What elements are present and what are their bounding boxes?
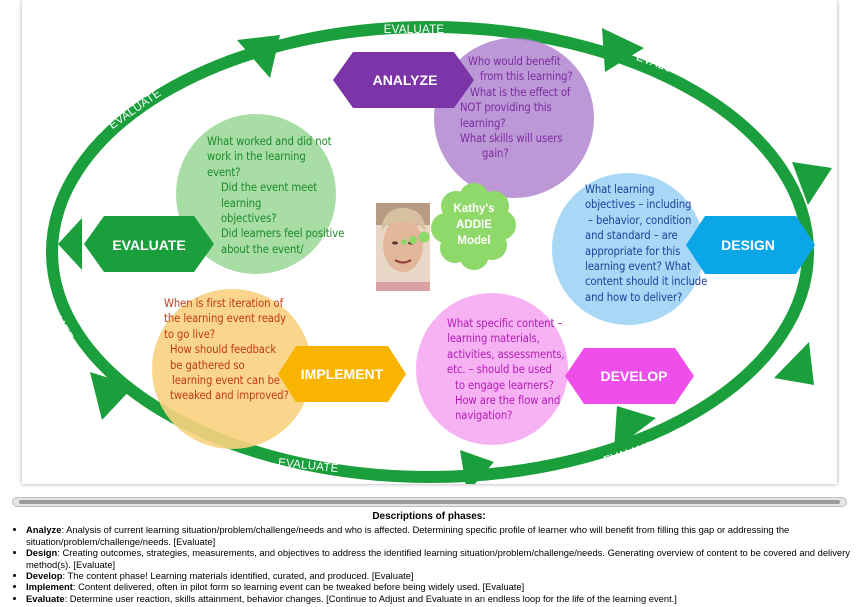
- design-questions: What learning objectives – including – b…: [582, 182, 727, 305]
- develop-line: activities, assessments,: [447, 347, 565, 361]
- svg-text:IMPLEMENT: IMPLEMENT: [301, 366, 384, 382]
- svg-text:ANALYZE: ANALYZE: [373, 72, 438, 88]
- svg-text:EVALUATE: EVALUATE: [112, 237, 185, 253]
- description-item: Implement: Content delivered, often in p…: [26, 581, 854, 592]
- evaluate-questions: What worked and did not work in the lear…: [207, 134, 357, 257]
- design-line: – behavior, condition: [588, 213, 692, 227]
- loop-arrowhead-top-left-icon: [237, 35, 280, 78]
- description-item: Design: Creating outcomes, strategies, m…: [26, 547, 854, 570]
- develop-questions: What specific content – learning materia…: [447, 316, 587, 424]
- evaluate-circle: [176, 114, 336, 274]
- analyze-questions: Who would benefit from this learning? Wh…: [452, 54, 592, 162]
- implement-questions: When is first iteration of the learning …: [164, 296, 314, 404]
- design-line: learning event? What: [585, 260, 691, 274]
- implement-hexagon: IMPLEMENT: [278, 346, 406, 402]
- description-text: : The content phase! Learning materials …: [62, 570, 414, 582]
- design-line: appropriate for this: [585, 244, 681, 258]
- implement-line: When is first iteration of: [164, 297, 284, 310]
- analyze-line: Who would benefit: [468, 55, 561, 68]
- design-circle: [552, 173, 704, 325]
- implement-line: the learning event ready: [164, 312, 287, 326]
- diagram-frame: EVALUATE EVALUATE EVALUATE EVALUATE EVAL…: [22, 0, 837, 484]
- loop-arrowheads: [90, 28, 832, 484]
- loop-label-top-left: EVALUATE: [107, 87, 164, 132]
- develop-line: How are the flow and: [455, 394, 561, 408]
- implement-line: be gathered so: [170, 358, 245, 372]
- loop-label-top: EVALUATE: [384, 24, 445, 36]
- develop-line: navigation?: [455, 409, 513, 423]
- kathy-photo: [376, 203, 430, 291]
- implement-line: to go live?: [164, 327, 216, 341]
- description-text: : Creating outcomes, strategies, measure…: [26, 547, 850, 570]
- design-line: and standard – are: [585, 229, 678, 243]
- description-text: : Analysis of current learning situation…: [26, 524, 790, 547]
- description-term: Develop: [26, 570, 63, 582]
- develop-line: What specific content –: [447, 317, 563, 330]
- evaluate-line: Did learners feel positive: [221, 227, 345, 241]
- description-item: Evaluate: Determine user reaction, skill…: [26, 593, 854, 604]
- loop-arrowhead-bottom-right-icon: [614, 406, 656, 450]
- loop-arrowhead-bottom-center-icon: [460, 450, 494, 484]
- develop-hexagon: DEVELOP: [565, 348, 694, 404]
- descriptions-title: Descriptions of phases:: [372, 511, 486, 522]
- addie-diagram: EVALUATE EVALUATE EVALUATE EVALUATE EVAL…: [34, 21, 835, 484]
- loop-label-right: EVALUATE: [815, 244, 835, 306]
- description-text: : Content delivered, often in pilot form…: [72, 581, 525, 593]
- phase-descriptions: Descriptions of phases: Analyze: Analysi…: [4, 511, 854, 604]
- descriptions-list: Analyze: Analysis of current learning si…: [4, 524, 854, 604]
- implement-circle: [152, 289, 312, 449]
- center-label-line1: Kathy's: [453, 203, 494, 215]
- evaluate-line: work in the learning: [207, 150, 306, 164]
- design-line: objectives – including: [585, 198, 692, 212]
- implement-line: How should feedback: [170, 343, 277, 357]
- analyze-line: NOT providing this: [460, 101, 552, 115]
- analyze-line: from this learning?: [480, 70, 573, 84]
- analyze-line: learning?: [460, 116, 506, 130]
- develop-line: etc. – should be used: [447, 363, 552, 377]
- implement-line: learning event can be: [172, 374, 280, 388]
- description-term: Analyze: [26, 524, 62, 536]
- description-item: Analyze: Analysis of current learning si…: [26, 524, 854, 547]
- analyze-line: What is the effect of: [470, 85, 571, 99]
- analyze-circle: [434, 38, 594, 198]
- develop-circle: [416, 293, 568, 445]
- center-label-line3: Model: [457, 235, 490, 247]
- description-term: Evaluate: [26, 592, 65, 604]
- evaluate-line: about the event/: [221, 242, 304, 256]
- analyze-line: gain?: [482, 147, 509, 161]
- loop-arrowhead-right-lower-icon: [774, 342, 814, 385]
- description-item: Develop: The content phase! Learning mat…: [26, 570, 854, 581]
- scrollbar-thumb[interactable]: [19, 500, 840, 504]
- loop-label-bottom: EVALUATE: [277, 457, 339, 475]
- design-line: and how to deliver?: [585, 290, 683, 304]
- develop-line: to engage learners?: [455, 378, 554, 392]
- description-text: : Determine user reaction, skills attain…: [64, 592, 677, 604]
- thought-bubble: [401, 183, 516, 270]
- design-hexagon: DESIGN: [686, 216, 815, 274]
- implement-line: tweaked and improved?: [170, 389, 289, 403]
- evaluate-line: What worked and did not: [207, 135, 332, 148]
- evaluate-line: event?: [207, 165, 241, 179]
- description-term: Implement: [26, 581, 73, 593]
- evaluate-line: Did the event meet learning: [221, 181, 318, 210]
- analyze-line: What skills will users: [460, 132, 563, 146]
- svg-text:DEVELOP: DEVELOP: [601, 368, 668, 384]
- center-label-line2: ADDIE: [456, 219, 492, 231]
- design-line: content should it include: [585, 275, 708, 289]
- loop-arrowhead-top-right-icon: [602, 28, 644, 72]
- evaluate-hexagon: EVALUATE: [84, 216, 214, 272]
- design-line: What learning: [585, 183, 655, 196]
- horizontal-scrollbar[interactable]: [12, 497, 847, 507]
- develop-line: learning materials,: [447, 332, 540, 346]
- loop-arrowhead-bottom-left-icon: [90, 372, 134, 420]
- description-term: Design: [26, 547, 58, 559]
- evaluate-left-arrowhead-icon: [58, 218, 82, 270]
- loop-arrowhead-right-upper-icon: [792, 162, 832, 205]
- analyze-hexagon: ANALYZE: [333, 52, 474, 108]
- svg-text:DESIGN: DESIGN: [721, 237, 775, 253]
- evaluate-line: objectives?: [221, 212, 277, 226]
